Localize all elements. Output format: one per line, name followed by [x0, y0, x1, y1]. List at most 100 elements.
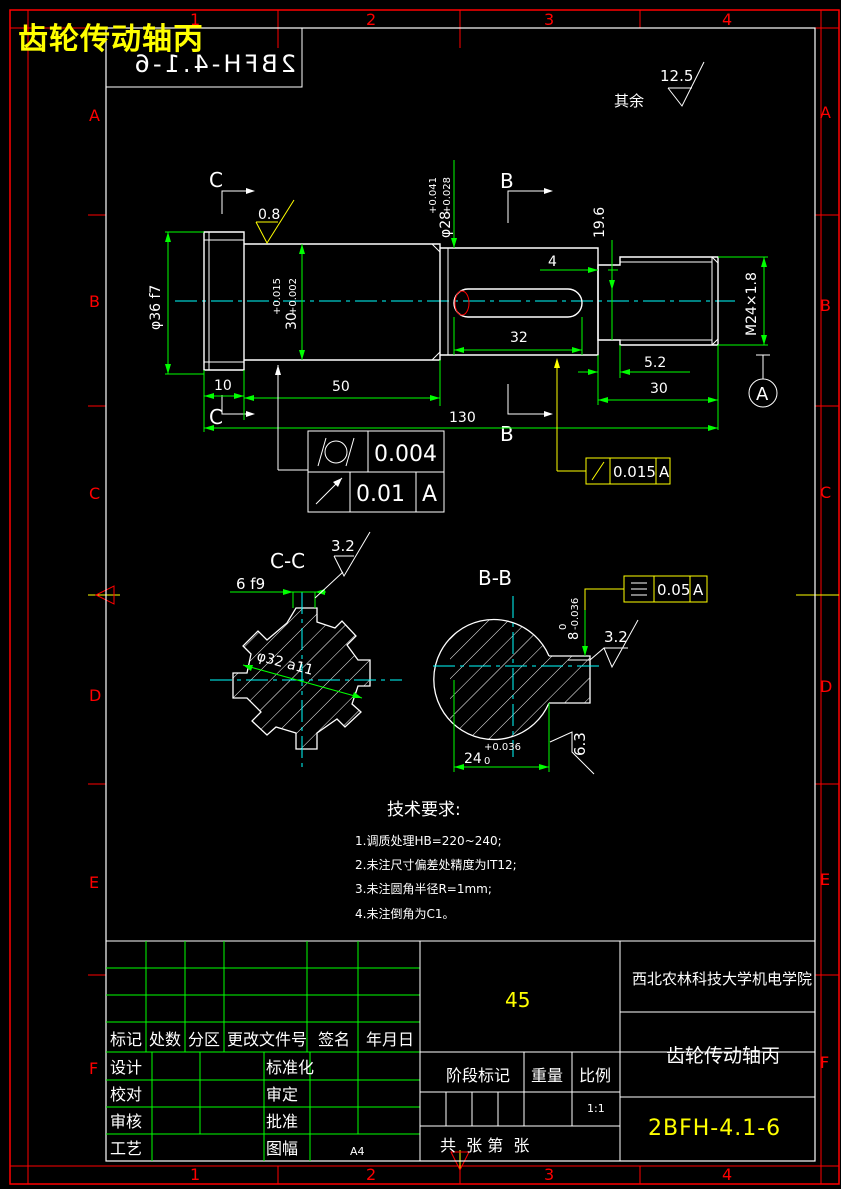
section-cc-label: C-C: [270, 549, 305, 573]
section-bb-label: B-B: [478, 566, 512, 590]
tb-header: 分区: [188, 1030, 220, 1049]
dim-50: 50: [332, 379, 350, 395]
runout-1-value: 0.01: [356, 482, 405, 507]
dim-dia-30-tol-low: +0.002: [288, 278, 299, 315]
roughness-note-value: 12.5: [660, 67, 693, 85]
grid-labels: 1 2 3 4 1 2 3 4 A B C D E F A B C D E F: [89, 10, 832, 1184]
tb-left-label: 设计: [110, 1058, 142, 1077]
col-label: 3: [544, 1165, 554, 1184]
section-markers: C C B B: [209, 168, 553, 446]
col-label: 4: [722, 10, 732, 29]
dim-30: 30: [650, 381, 668, 397]
dim-5-2: 5.2: [644, 355, 666, 371]
dim-4: 4: [548, 254, 557, 270]
roughness-08: 0.8: [255, 199, 295, 245]
dim-32: 32: [510, 330, 528, 346]
section-b-label: B: [500, 422, 514, 446]
tb-header: 处数: [149, 1030, 181, 1049]
row-label: B: [89, 292, 100, 311]
tb-header: 年月日: [366, 1030, 414, 1049]
runout-2-datum: A: [659, 463, 670, 481]
tech-req-item: 1.调质处理HB=220~240;: [355, 834, 502, 848]
row-label: A: [89, 106, 100, 125]
scale-value: 1:1: [587, 1102, 605, 1115]
tb-mid-label: 批准: [266, 1112, 298, 1131]
row-label: A: [820, 103, 831, 122]
tech-req-item: 3.未注圆角半径R=1mm;: [355, 881, 492, 896]
section-bb-depth-tol-up: 0: [558, 624, 569, 630]
row-label: C: [89, 484, 100, 503]
tb-header: 签名: [318, 1030, 350, 1049]
tech-req-item: 2.未注尺寸偏差处精度为IT12;: [355, 857, 517, 872]
roughness-note: 其余 12.5: [614, 61, 705, 110]
sheet-info: 共 张 第 张: [440, 1136, 529, 1155]
section-cc-roughness: 3.2: [331, 537, 355, 555]
dim-dia-28: φ28: [438, 211, 454, 238]
school-name: 西北农林科技大学机电学院: [632, 970, 812, 988]
section-b-label: B: [500, 169, 514, 193]
drawing-number: 2BFH-4.1-6: [648, 1116, 781, 1141]
row-label: B: [820, 296, 831, 315]
tb-left-label: 校对: [110, 1085, 142, 1104]
mirrored-code: 2BFH-4.1-6: [132, 50, 296, 78]
material: 45: [505, 988, 530, 1012]
tb-header: 更改文件号: [227, 1030, 307, 1049]
tolerance-frame-main: 0.004 0.01 A: [275, 365, 445, 513]
section-cc: C-C 6 f9 3.2 φ32 a11: [210, 531, 402, 770]
tb-mid-label: 审定: [266, 1085, 298, 1104]
dim-dia-28-tol-low: +0.028: [442, 177, 453, 214]
dim-130: 130: [449, 410, 476, 426]
cylindricity-value: 0.004: [374, 442, 437, 467]
col-label: 4: [722, 1165, 732, 1184]
stage-label: 阶段标记: [446, 1066, 510, 1085]
tech-requirements: 技术要求: 1.调质处理HB=220~240; 2.未注尺寸偏差处精度为IT12…: [355, 800, 517, 921]
row-label: F: [89, 1059, 98, 1078]
section-bb-24-tol-low: 0: [484, 756, 490, 767]
runout-1-datum: A: [422, 482, 437, 507]
title-block: 45 西北农林科技大学机电学院 齿轮传动轴丙 2BFH-4.1-6 标记 处数 …: [106, 940, 815, 1161]
section-c-label: C: [209, 405, 223, 429]
dim-dia-30-tol-up: +0.015: [272, 278, 283, 315]
col-label: 2: [366, 1165, 376, 1184]
tolerance-frame-runout-2: 0.015 A: [554, 358, 671, 485]
dimensions: φ36 f7 30 +0.015 +0.002 φ28 +0.041 +0.02…: [148, 160, 768, 432]
tb-mid-label: 标准化: [266, 1058, 314, 1077]
tb-left-label: 工艺: [110, 1139, 142, 1158]
dim-dia-30: 30: [284, 312, 300, 330]
section-bb-depth: 8: [567, 632, 582, 640]
col-label: 2: [366, 10, 376, 29]
datum-a: A: [748, 354, 778, 408]
shaft-main-view: [175, 231, 735, 371]
roughness-08-value: 0.8: [258, 207, 280, 223]
row-label: E: [820, 870, 830, 889]
section-bb-24-tol-up: +0.036: [484, 742, 521, 753]
row-label: D: [89, 686, 101, 705]
section-bb-roughness-63: 6.3: [571, 732, 589, 756]
tb-header: 标记: [110, 1030, 142, 1049]
dim-thread: M24×1.8: [744, 272, 760, 336]
section-bb: B-B 8 0 -0.036 0.05 A 3.2: [433, 566, 708, 775]
section-c-label: C: [209, 168, 223, 192]
col-label: 1: [190, 1165, 200, 1184]
tech-req-heading: 技术要求:: [387, 800, 461, 820]
tb-mid-label: 图幅: [266, 1139, 298, 1158]
dim-10: 10: [214, 378, 232, 394]
section-bb-24: 24: [464, 751, 482, 767]
overlay-title: 齿轮传动轴丙: [18, 22, 204, 57]
col-label: 3: [544, 10, 554, 29]
section-bb-roughness-32: 3.2: [604, 628, 628, 646]
section-bb-depth-tol-low: -0.036: [570, 598, 581, 630]
row-label: E: [89, 873, 99, 892]
sheet-border: [9, 9, 840, 1185]
mirrored-code-box: 2BFH-4.1-6: [105, 27, 303, 88]
col-label: 1: [190, 10, 200, 29]
roughness-note-label: 其余: [614, 92, 644, 110]
part-name: 齿轮传动轴丙: [666, 1045, 780, 1067]
tech-req-item: 4.未注倒角为C1。: [355, 906, 454, 921]
symmetry-value: 0.05: [657, 581, 690, 599]
row-label: D: [820, 677, 832, 696]
scale-label: 比例: [579, 1066, 611, 1085]
dim-dia-36: φ36 f7: [148, 285, 164, 330]
section-cc-width: 6 f9: [236, 575, 265, 593]
